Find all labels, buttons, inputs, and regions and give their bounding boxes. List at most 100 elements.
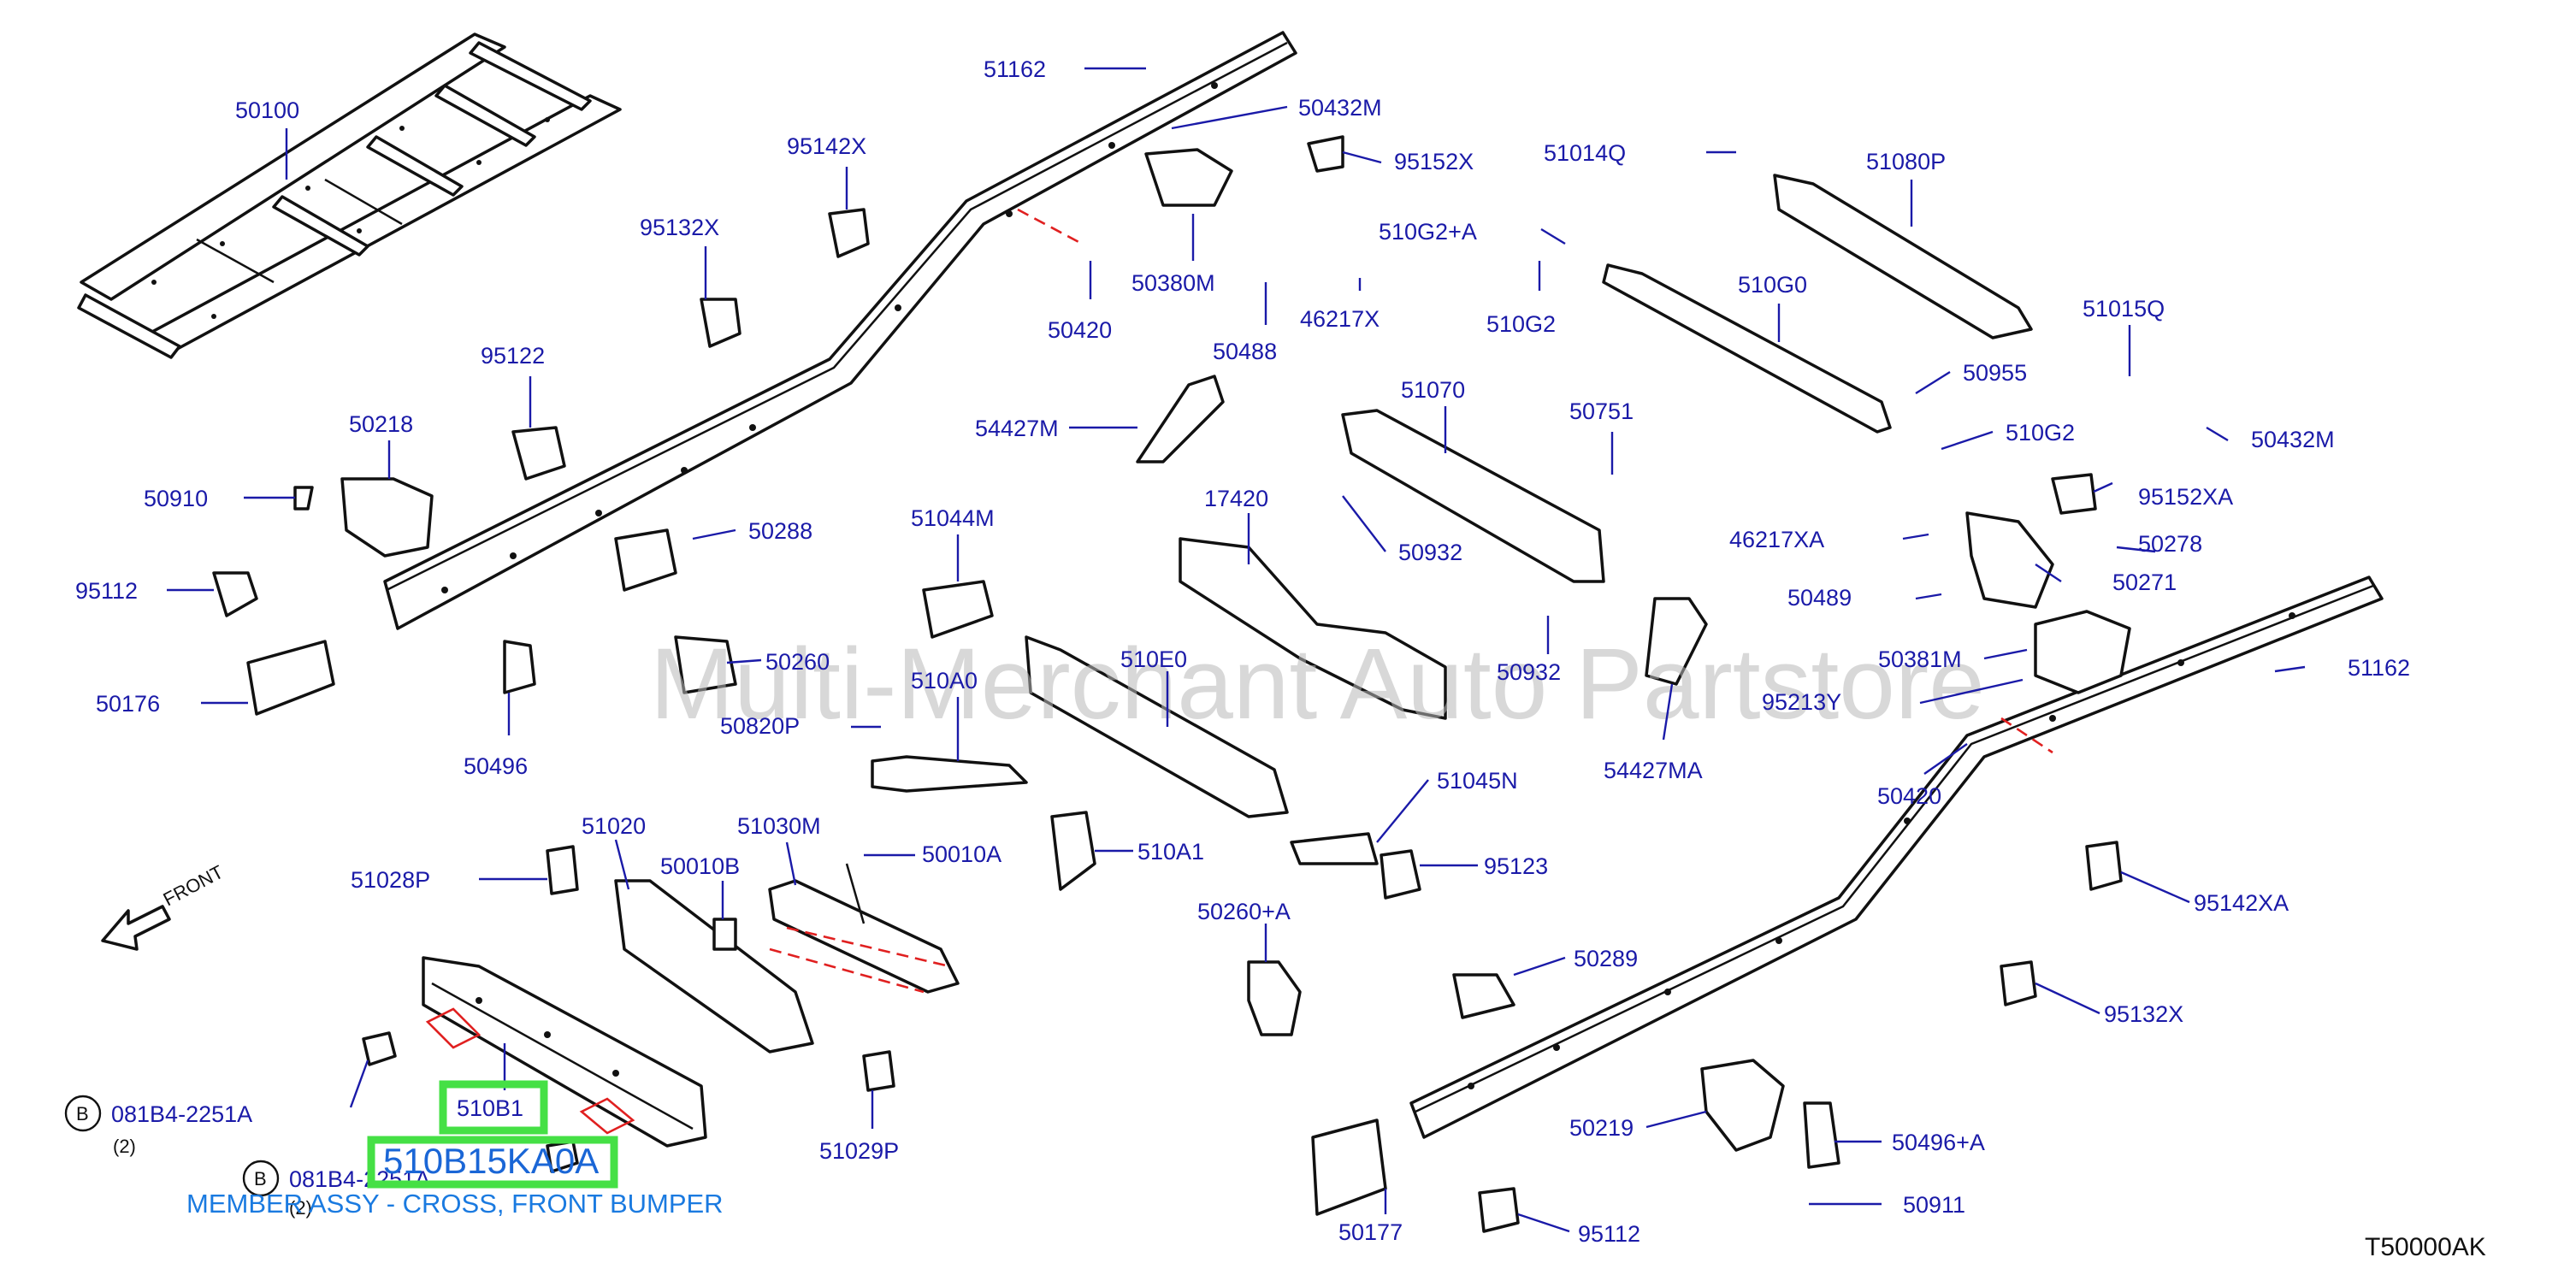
callout-54427m[interactable]: 54427M [975,416,1059,441]
bracket-54427ma [1645,597,1708,686]
bracket-50381m [2034,610,2131,694]
bracket-51045n [1290,832,1379,865]
callout-50496[interactable]: 50496 [464,753,528,779]
callout-51080p[interactable]: 51080P [1866,149,1946,174]
bracket-50260 [674,635,737,694]
callout-50910[interactable]: 50910 [144,486,208,511]
callout-50260-a[interactable]: 50260+A [1197,899,1291,924]
callout-50420-top[interactable]: 50420 [1048,317,1112,343]
bracket-50288 [614,528,677,592]
callout-50289[interactable]: 50289 [1574,946,1638,971]
bushing-50010b [712,918,737,951]
bracket-95123 [1380,849,1421,900]
connection-lines [425,208,2053,1135]
callout-510a1[interactable]: 510A1 [1137,839,1204,865]
callout-50381m[interactable]: 50381M [1878,646,1962,672]
callout-50432m-top[interactable]: 50432M [1298,95,1382,121]
callout-50955[interactable]: 50955 [1963,360,2027,386]
frame-assembly-50100 [77,32,622,359]
bracket-50218 [340,477,434,558]
callout-510g2-top[interactable]: 510G2 [1486,311,1556,337]
bracket-50177 [1311,1118,1387,1216]
bolt-badge-1: B [76,1103,89,1124]
callout-17420[interactable]: 17420 [1204,486,1268,511]
callout-50177[interactable]: 50177 [1338,1219,1403,1245]
front-label: FRONT [160,861,227,911]
callout-95132x[interactable]: 95132X [640,215,719,240]
cross-member-510e0 [1025,635,1289,818]
bracket-50496a [1803,1101,1840,1169]
member-51020 [614,879,814,1054]
callout-50010a[interactable]: 50010A [922,841,1001,867]
callout-510b1[interactable]: 510B1 [457,1095,523,1121]
callout-50496-a[interactable]: 50496+A [1892,1130,1985,1155]
callout-50420-right[interactable]: 50420 [1877,783,1941,809]
callout-50380m[interactable]: 50380M [1131,270,1215,296]
callout-50260[interactable]: 50260 [765,649,830,675]
bracket-54427m [1136,375,1225,463]
callout-50176[interactable]: 50176 [96,691,160,717]
callout-50278[interactable]: 50278 [2138,531,2202,557]
callout-95213y[interactable]: 95213Y [1762,689,1841,715]
bracket-50910 [293,486,314,511]
callout-510e0[interactable]: 510E0 [1120,646,1187,672]
callout-51015q[interactable]: 51015Q [2083,296,2165,322]
callout-95112-bottom[interactable]: 95112 [1578,1221,1640,1247]
bracket-510a1 [1050,811,1096,891]
bracket-50289 [1452,973,1515,1019]
callout-46217x[interactable]: 46217X [1300,306,1380,332]
callout-51162-left[interactable]: 51162 [984,56,1046,82]
callout-51029p[interactable]: 51029P [819,1138,899,1164]
callout-50932-a[interactable]: 50932 [1398,540,1462,565]
callout-95132x-right[interactable]: 95132X [2104,1001,2183,1027]
callout-510g2-a[interactable]: 510G2+A [1379,219,1477,245]
watermark: Multi-Merchant Auto Partstore [650,628,1985,741]
side-rail-right [1409,575,2384,1139]
bracket-95132x [700,298,741,348]
cross-member-51070 [1341,409,1605,583]
callout-510g0[interactable]: 510G0 [1738,272,1807,298]
callout-95123[interactable]: 95123 [1484,853,1548,879]
callout-95142xa[interactable]: 95142XA [2194,890,2289,916]
callout-50010b[interactable]: 50010B [660,853,740,879]
callout-50432m-right[interactable]: 50432M [2251,427,2335,452]
callout-51028p[interactable]: 51028P [351,867,430,893]
callout-50488[interactable]: 50488 [1213,339,1277,364]
callout-50751[interactable]: 50751 [1569,398,1634,424]
callout-50932-b[interactable]: 50932 [1497,659,1561,685]
callout-50100[interactable]: 50100 [235,97,299,123]
callout-bolt-1[interactable]: 081B4-2251A [111,1101,252,1127]
callout-46217xa[interactable]: 46217XA [1729,527,1824,552]
callout-95142x[interactable]: 95142X [787,133,866,159]
callout-51070[interactable]: 51070 [1401,377,1465,403]
callout-51014q[interactable]: 51014Q [1544,140,1626,166]
callout-51162-right[interactable]: 51162 [2348,655,2410,681]
callout-50911[interactable]: 50911 [1903,1192,1965,1218]
bolt-badge-circle-1 [64,1095,102,1132]
callout-50489[interactable]: 50489 [1787,585,1852,611]
bracket-50380m [1144,148,1233,207]
callout-51045n[interactable]: 51045N [1437,768,1518,794]
callout-95112-left[interactable]: 95112 [75,578,138,604]
callout-95122[interactable]: 95122 [481,343,545,369]
selected-part-number[interactable]: 510B15KA0A [383,1141,599,1181]
cross-member-51080p [1773,174,2033,339]
callout-51030m[interactable]: 51030M [737,813,821,839]
callout-51044m[interactable]: 51044M [911,505,995,531]
bolt-qty-2: (2) [289,1197,312,1219]
callout-510g2-right[interactable]: 510G2 [2006,420,2075,446]
callout-51020[interactable]: 51020 [582,813,646,839]
callout-50288[interactable]: 50288 [748,518,812,544]
callout-50218[interactable]: 50218 [349,411,413,437]
callout-54427ma[interactable]: 54427MA [1604,758,1703,783]
member-510a0 [871,755,1028,793]
callout-50219[interactable]: 50219 [1569,1115,1634,1141]
cross-member-510g0 [1602,263,1892,434]
callout-95152xa[interactable]: 95152XA [2138,484,2233,510]
callout-50271[interactable]: 50271 [2112,570,2177,595]
callout-510a0[interactable]: 510A0 [911,668,978,694]
callout-50820p[interactable]: 50820P [720,713,800,739]
callout-95152x[interactable]: 95152X [1394,149,1474,174]
highlight-box-part-number [367,1136,618,1189]
